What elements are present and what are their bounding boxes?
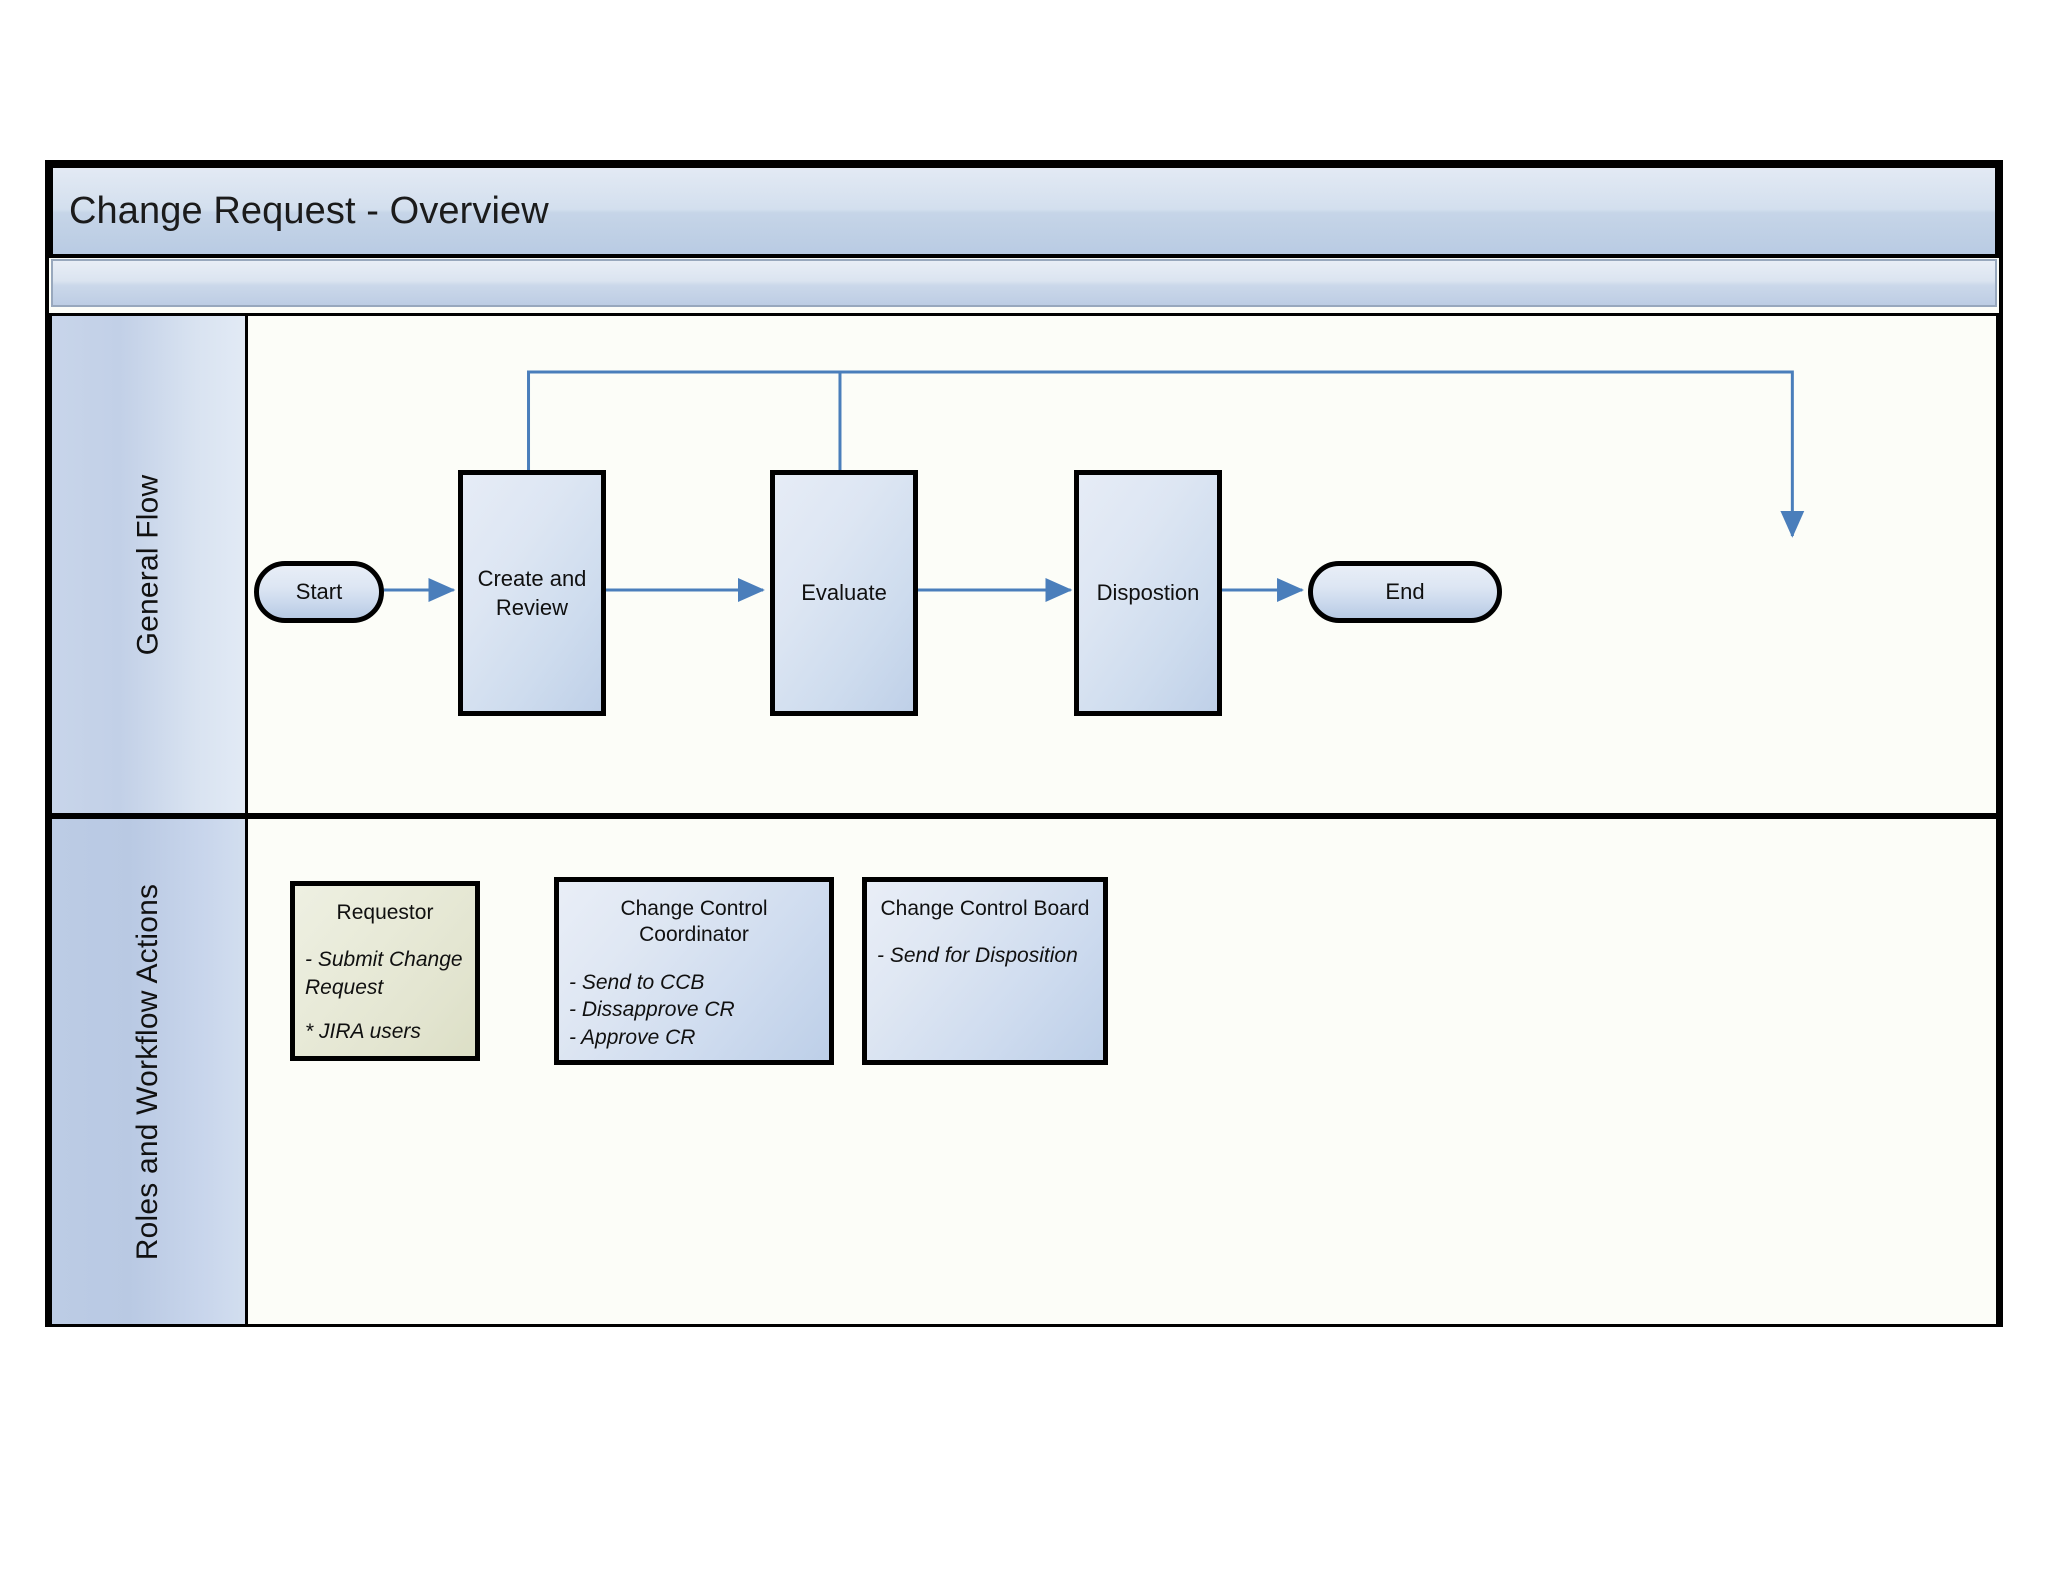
page-title: Change Request - Overview: [69, 189, 549, 232]
swimlane-general-flow: General Flow: [49, 313, 1999, 816]
role-action-item: - Send to CCB: [569, 970, 705, 994]
role-actions-change-control-board: - Send for Disposition: [877, 942, 1093, 970]
role-title-change-control-board: Change Control Board: [880, 897, 1090, 920]
role-action-item: - Submit Change Request: [305, 948, 469, 1000]
flow-shape-evaluate[interactable]: Evaluate: [770, 470, 918, 716]
flow-shape-create-and-review-label: Create and Review: [477, 565, 587, 620]
role-title-change-control-coordinator: Change Control Coordinator: [620, 897, 768, 947]
role-box-requestor[interactable]: Requestor - Submit Change Request * JIRA…: [290, 881, 480, 1061]
role-action-item: * JIRA users: [305, 1020, 421, 1044]
flow-shape-start-label: Start: [295, 579, 343, 604]
role-title-requestor: Requestor: [336, 901, 434, 924]
role-box-change-control-coordinator[interactable]: Change Control Coordinator - Send to CCB…: [554, 877, 834, 1065]
flow-shape-dispostion-label: Dispostion: [1096, 580, 1200, 606]
swimlane-header-roles-and-workflow-actions: Roles and Workflow Actions: [52, 819, 248, 1324]
role-action-spacer: [305, 1002, 465, 1018]
diagram-subtitle-bar: [51, 259, 1997, 307]
flow-shape-dispostion[interactable]: Dispostion: [1074, 470, 1222, 716]
swimlane-body-general-flow: Start Create and Review Evaluate Dispost…: [248, 316, 1996, 813]
role-action-item: - Approve CR: [569, 1026, 696, 1050]
swimlane-label-roles-and-workflow-actions: Roles and Workflow Actions: [131, 883, 165, 1260]
role-actions-requestor: - Submit Change Request * JIRA users: [305, 946, 465, 1046]
flow-shape-end[interactable]: End: [1308, 561, 1502, 623]
swimlane-body-roles-and-workflow-actions: Requestor - Submit Change Request * JIRA…: [248, 819, 1996, 1324]
diagram-frame: Change Request - Overview General Flow: [45, 160, 2003, 1327]
flow-shape-create-and-review[interactable]: Create and Review: [458, 470, 606, 716]
diagram-title-bar: Change Request - Overview: [49, 164, 1999, 258]
swimlane-roles-and-workflow-actions: Roles and Workflow Actions Requestor - S…: [49, 816, 1999, 1327]
flow-shape-end-label: End: [1385, 579, 1425, 604]
swimlane-label-general-flow: General Flow: [131, 474, 165, 655]
role-actions-change-control-coordinator: - Send to CCB - Dissapprove CR - Approve…: [569, 969, 819, 1053]
flow-shape-evaluate-label: Evaluate: [801, 580, 887, 606]
swimlane-header-general-flow: General Flow: [52, 316, 248, 813]
role-action-item: - Send for Disposition: [877, 944, 1078, 968]
role-box-change-control-board[interactable]: Change Control Board - Send for Disposit…: [862, 877, 1108, 1065]
flow-shape-start[interactable]: Start: [254, 561, 384, 623]
role-action-item: - Dissapprove CR: [569, 998, 735, 1022]
